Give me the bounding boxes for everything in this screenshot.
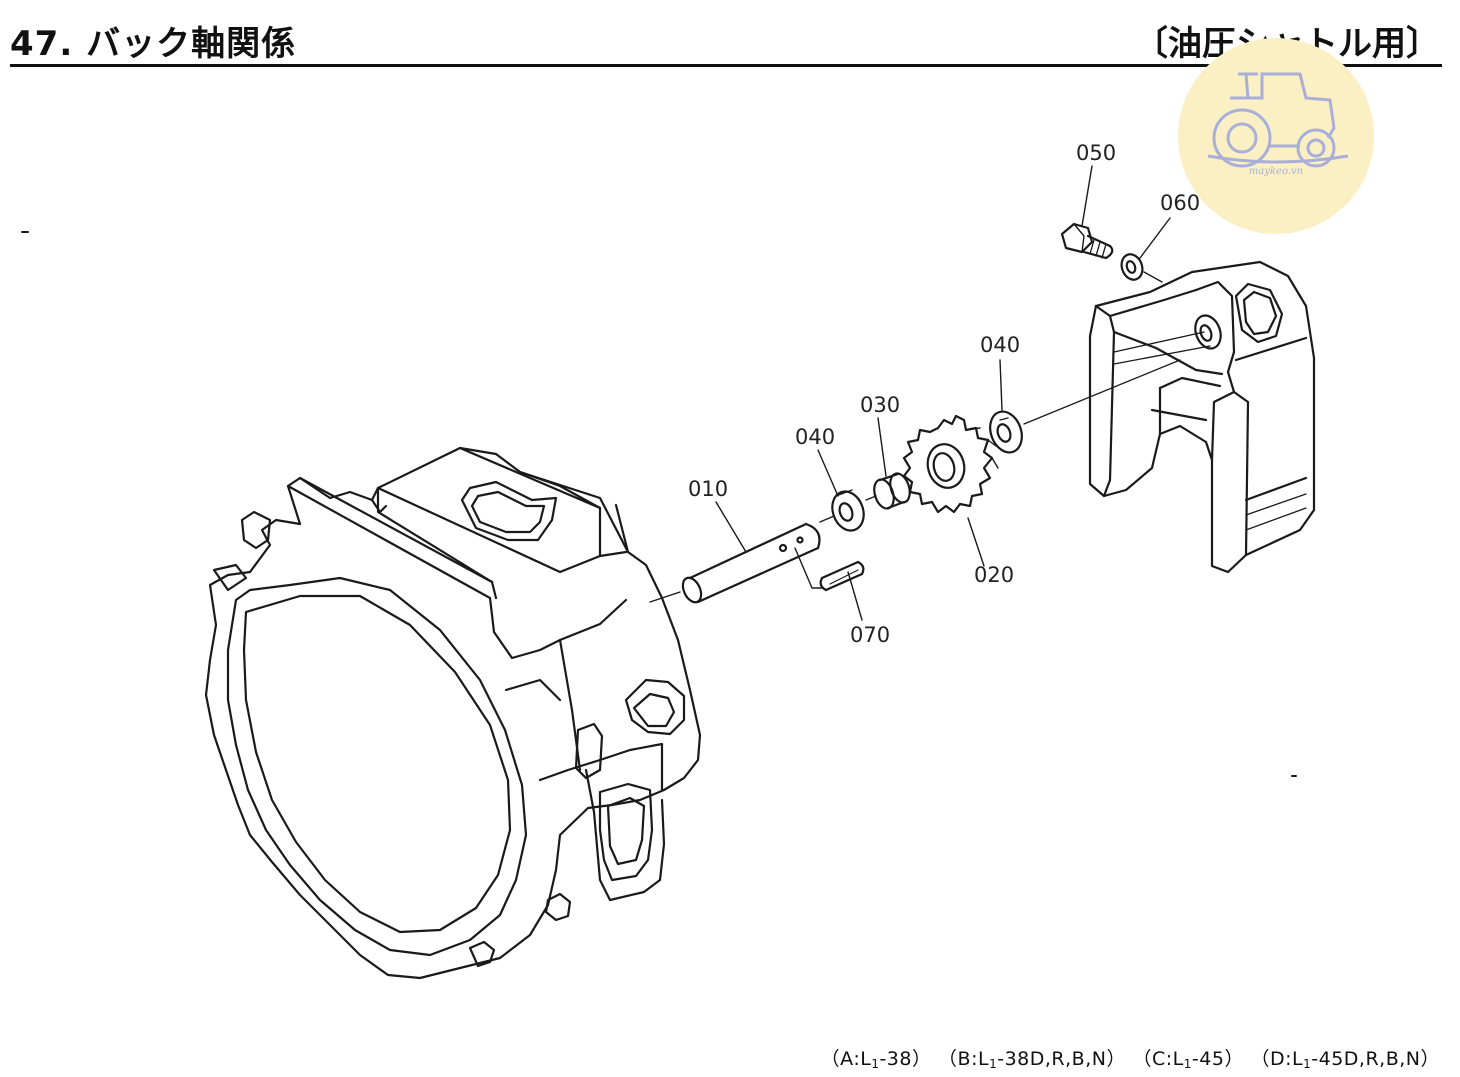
- callout-060: 060: [1160, 191, 1200, 215]
- bolt-050: [1060, 222, 1114, 260]
- tractor-icon: [1207, 72, 1349, 168]
- lock-washer-060: [1120, 253, 1163, 283]
- exploded-parts-diagram: 010 040 030 040 020 070 050 060: [21, 141, 1316, 980]
- spring-pin-070: [794, 547, 865, 592]
- variant-b: （B:L1-38D,R,B,N）: [938, 1048, 1126, 1071]
- callout-labels: 010 040 030 040 020 070 050 060: [688, 141, 1200, 647]
- back-shaft-010: [649, 522, 821, 604]
- thrust-washer-040-left: [819, 489, 865, 532]
- watermark-text: maykeo.vn: [1248, 166, 1304, 177]
- transmission-housing: [204, 446, 702, 980]
- reverse-gear-020: [902, 414, 999, 514]
- callout-050: 050: [1076, 141, 1116, 165]
- callout-070: 070: [850, 623, 890, 647]
- shift-bracket: [1088, 260, 1316, 574]
- page-title: 47. バック軸関係: [10, 24, 297, 64]
- watermark-logo: maykeo.vn: [1178, 38, 1374, 234]
- callout-010: 010: [688, 477, 728, 501]
- variant-d: （D:L1-45D,R,B,N）: [1250, 1048, 1440, 1071]
- header-rule: [10, 64, 1442, 67]
- variant-c: （C:L1-45）: [1132, 1048, 1244, 1071]
- leader-lines: [715, 165, 1171, 621]
- model-variants-note: （A:L1-38） （B:L1-38D,R,B,N） （C:L1-45） （D:…: [821, 1044, 1440, 1071]
- callout-040-right: 040: [980, 333, 1020, 357]
- callout-040-left: 040: [795, 425, 835, 449]
- bushing-030: [865, 472, 911, 510]
- variant-a: （A:L1-38）: [820, 1048, 932, 1071]
- thrust-washer-040-right: [989, 359, 1181, 454]
- callout-030: 030: [860, 393, 900, 417]
- callout-020: 020: [974, 563, 1014, 587]
